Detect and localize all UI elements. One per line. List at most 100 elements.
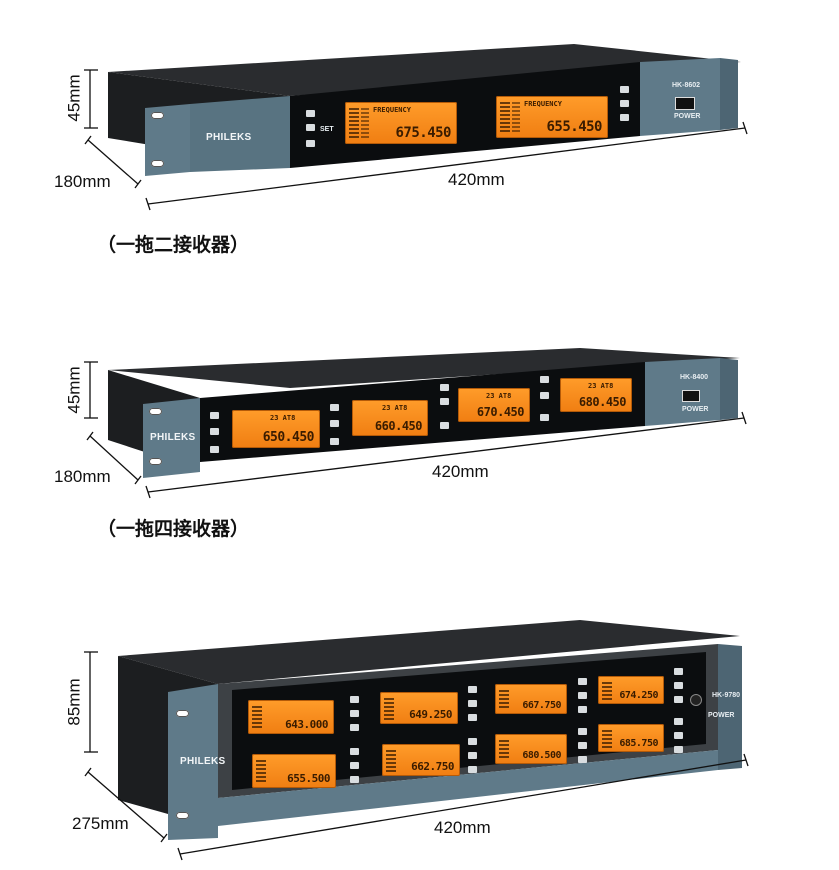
frequency-readout: 680.450 bbox=[578, 395, 627, 409]
rack-hole bbox=[176, 812, 189, 819]
height-dimension: 45mm bbox=[64, 366, 84, 414]
power-knob[interactable] bbox=[690, 694, 702, 706]
frequency-readout: 660.450 bbox=[374, 419, 423, 433]
set-button[interactable] bbox=[578, 742, 587, 749]
width-dimension: 420mm bbox=[434, 818, 491, 837]
up-button[interactable] bbox=[578, 678, 587, 685]
up-button[interactable] bbox=[578, 728, 587, 735]
down-button[interactable] bbox=[440, 422, 449, 429]
down-button[interactable] bbox=[306, 140, 315, 147]
height-dimension: 85mm bbox=[64, 678, 84, 726]
set-button[interactable] bbox=[350, 710, 359, 717]
down-button[interactable] bbox=[540, 414, 549, 421]
lcd-display: 23 AT8 650.450 bbox=[232, 410, 320, 448]
frequency-readout: 674.250 bbox=[619, 690, 658, 701]
up-button[interactable] bbox=[674, 718, 683, 725]
down-button[interactable] bbox=[350, 776, 359, 783]
up-button[interactable] bbox=[674, 668, 683, 675]
height-dimension: 45mm bbox=[64, 74, 84, 122]
lcd-display: 23 AT8 670.450 bbox=[458, 388, 530, 422]
down-button[interactable] bbox=[210, 446, 219, 453]
unit-3-section: PHILEKS 643.000 649.250 667.750 674.250 … bbox=[0, 600, 839, 870]
frequency-readout: 655.500 bbox=[287, 772, 330, 785]
rack-hole bbox=[151, 160, 164, 167]
set-button[interactable] bbox=[306, 124, 315, 131]
up-button[interactable] bbox=[330, 404, 339, 411]
unit-3-drawing bbox=[84, 620, 749, 861]
brand-logo: PHILEKS bbox=[206, 132, 252, 143]
unit-1-drawing bbox=[84, 44, 748, 211]
power-label: POWER bbox=[682, 406, 709, 413]
model-label: HK-8602 bbox=[672, 82, 701, 89]
set-label: SET bbox=[320, 126, 334, 133]
up-button[interactable] bbox=[306, 110, 315, 117]
set-button[interactable] bbox=[468, 700, 477, 707]
power-switch[interactable] bbox=[682, 390, 700, 402]
down-button[interactable] bbox=[468, 714, 477, 721]
frequency-readout: 655.450 bbox=[546, 119, 602, 135]
unit-caption: （一拖二接收器） bbox=[97, 234, 250, 256]
lcd-display: 667.750 bbox=[495, 684, 567, 714]
lcd-display: FREQUENCY 655.450 bbox=[496, 96, 608, 138]
frequency-readout: 649.250 bbox=[409, 708, 452, 721]
set-button[interactable] bbox=[210, 428, 219, 435]
unit-1-section: PHILEKS SET FREQUENCY 675.450 FREQUENCY … bbox=[0, 0, 839, 260]
down-button[interactable] bbox=[578, 706, 587, 713]
unit-2-section: PHILEKS 23 AT8 650.450 23 AT8 660.450 23… bbox=[0, 290, 839, 550]
depth-dimension: 180mm bbox=[54, 172, 111, 191]
lcd-display: 674.250 bbox=[598, 676, 664, 704]
power-switch[interactable] bbox=[675, 97, 695, 110]
power-label: POWER bbox=[674, 113, 701, 120]
model-label: HK-8400 bbox=[680, 374, 709, 381]
up-button[interactable] bbox=[620, 86, 629, 93]
brand-logo: PHILEKS bbox=[180, 756, 226, 767]
up-button[interactable] bbox=[468, 738, 477, 745]
rack-hole bbox=[149, 408, 162, 415]
up-button[interactable] bbox=[540, 376, 549, 383]
unit-caption: （一拖四接收器） bbox=[97, 518, 250, 540]
up-button[interactable] bbox=[468, 686, 477, 693]
set-button[interactable] bbox=[540, 392, 549, 399]
up-button[interactable] bbox=[350, 696, 359, 703]
brand-logo: PHILEKS bbox=[150, 432, 196, 443]
down-button[interactable] bbox=[674, 696, 683, 703]
frequency-readout: 662.750 bbox=[411, 760, 454, 773]
frequency-readout: 667.750 bbox=[522, 700, 561, 711]
width-dimension: 420mm bbox=[432, 462, 489, 481]
up-button[interactable] bbox=[440, 384, 449, 391]
lcd-display: 649.250 bbox=[380, 692, 458, 724]
set-button[interactable] bbox=[578, 692, 587, 699]
lcd-display: FREQUENCY 675.450 bbox=[345, 102, 457, 144]
lcd-display: 23 AT8 680.450 bbox=[560, 378, 632, 412]
frequency-readout: 680.500 bbox=[522, 750, 561, 761]
rack-hole bbox=[176, 710, 189, 717]
set-button[interactable] bbox=[330, 420, 339, 427]
down-button[interactable] bbox=[674, 746, 683, 753]
down-button[interactable] bbox=[350, 724, 359, 731]
down-button[interactable] bbox=[468, 766, 477, 773]
rack-hole bbox=[151, 112, 164, 119]
down-button[interactable] bbox=[330, 438, 339, 445]
frequency-readout: 650.450 bbox=[262, 430, 315, 445]
lcd-display: 685.750 bbox=[598, 724, 664, 752]
down-button[interactable] bbox=[578, 756, 587, 763]
set-button[interactable] bbox=[468, 752, 477, 759]
rack-hole bbox=[149, 458, 162, 465]
frequency-readout: 670.450 bbox=[476, 405, 525, 419]
depth-dimension: 180mm bbox=[54, 467, 111, 486]
lcd-display: 680.500 bbox=[495, 734, 567, 764]
frequency-readout: 675.450 bbox=[395, 125, 451, 141]
down-button[interactable] bbox=[620, 114, 629, 121]
set-button[interactable] bbox=[674, 682, 683, 689]
depth-dimension: 275mm bbox=[72, 814, 129, 833]
set-button[interactable] bbox=[674, 732, 683, 739]
set-button[interactable] bbox=[350, 762, 359, 769]
set-button[interactable] bbox=[440, 398, 449, 405]
set-button[interactable] bbox=[620, 100, 629, 107]
up-button[interactable] bbox=[350, 748, 359, 755]
lcd-display: 662.750 bbox=[382, 744, 460, 776]
model-label: HK-9780 bbox=[712, 692, 741, 699]
frequency-readout: 685.750 bbox=[619, 738, 658, 749]
up-button[interactable] bbox=[210, 412, 219, 419]
lcd-display: 23 AT8 660.450 bbox=[352, 400, 428, 436]
